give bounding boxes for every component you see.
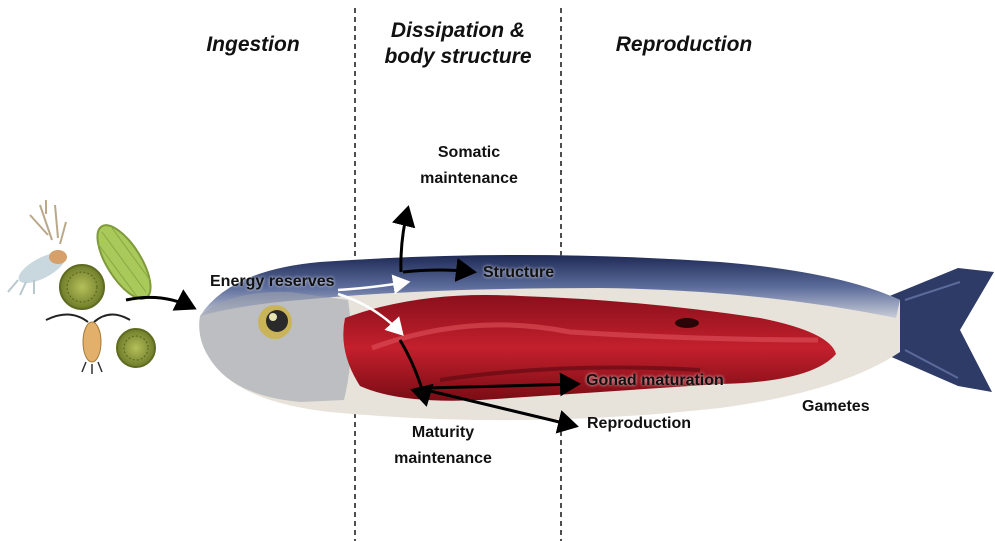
ingestion-arrow	[126, 297, 194, 308]
label-maturity-maintenance: Maturity maintenance	[378, 420, 508, 472]
header-dissipation: Dissipation & body structure	[360, 18, 556, 70]
label-somatic-line1: Somatic	[404, 140, 534, 166]
header-dissipation-line1: Dissipation &	[360, 18, 556, 44]
label-maturity-line2: maintenance	[378, 446, 508, 472]
header-ingestion-text: Ingestion	[206, 33, 299, 56]
header-dissipation-line2: body structure	[360, 44, 556, 70]
label-somatic-maintenance: Somatic maintenance	[404, 140, 534, 192]
label-gonad-maturation: Gonad maturation	[586, 368, 724, 394]
header-reproduction-text: Reproduction	[616, 33, 753, 56]
header-reproduction: Reproduction	[606, 32, 762, 58]
label-energy-reserves: Energy reserves	[210, 269, 335, 295]
label-reproduction: Reproduction	[587, 411, 691, 437]
label-maturity-line1: Maturity	[378, 420, 508, 446]
label-gametes: Gametes	[802, 394, 870, 420]
label-somatic-line2: maintenance	[404, 166, 534, 192]
header-ingestion: Ingestion	[198, 32, 308, 58]
label-structure: Structure	[483, 260, 554, 286]
